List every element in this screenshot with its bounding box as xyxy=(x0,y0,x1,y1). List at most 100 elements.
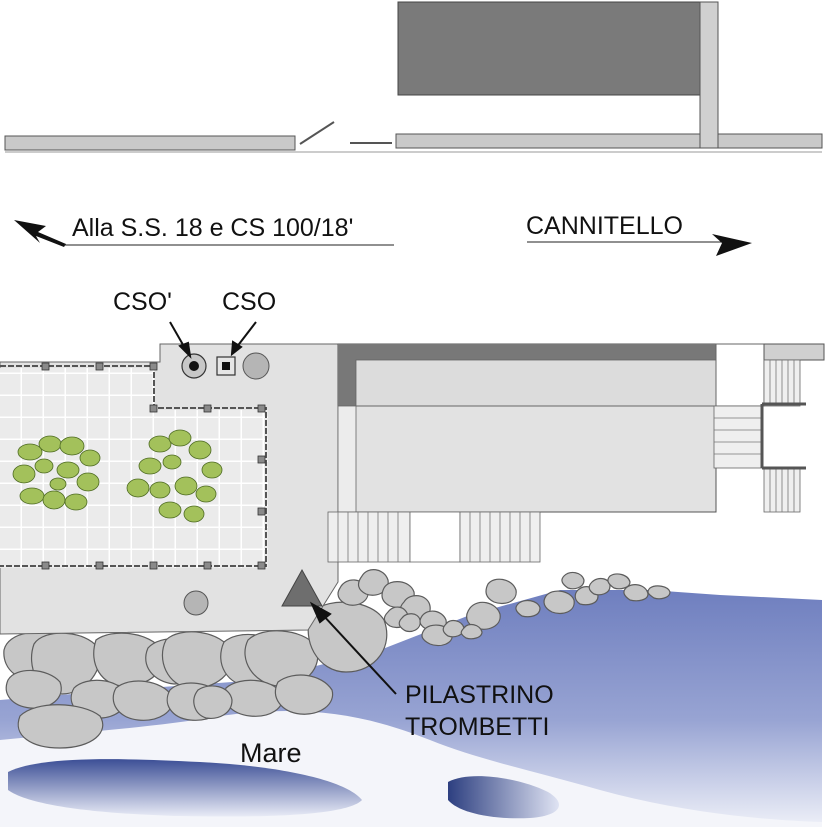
terrace xyxy=(0,343,339,635)
stair-landing xyxy=(715,343,765,407)
rock xyxy=(607,573,631,590)
rock xyxy=(357,569,389,596)
rock xyxy=(398,613,421,633)
rock xyxy=(515,599,541,618)
rock xyxy=(223,679,284,717)
manhole-lower xyxy=(183,590,209,616)
fence-post xyxy=(257,507,266,516)
direction-right-label: CANNITELLO xyxy=(526,212,683,240)
fence-post xyxy=(41,561,50,570)
fence-post xyxy=(95,362,104,371)
fence-post xyxy=(149,362,158,371)
shrub-leaf xyxy=(34,458,54,474)
sea-label: Mare xyxy=(240,738,302,768)
rock xyxy=(161,631,234,689)
stair-flight xyxy=(713,405,763,469)
sea-pool-left xyxy=(8,759,362,817)
manhole-right xyxy=(242,352,270,380)
shrub-leaf xyxy=(59,436,85,456)
rock xyxy=(485,578,517,605)
arrow-icon xyxy=(309,601,332,624)
fence-post xyxy=(41,362,50,371)
building-side-panel xyxy=(337,405,357,513)
fence-post xyxy=(257,404,266,413)
rock xyxy=(17,704,104,749)
building-dark-band-top xyxy=(338,344,716,360)
fence-post xyxy=(149,404,158,413)
shrub-leaf xyxy=(79,449,101,467)
building-dark-band-left xyxy=(338,344,356,406)
shrub-leaf xyxy=(168,429,192,447)
shrubs xyxy=(12,429,223,523)
cso-label: CSO xyxy=(222,288,277,316)
cso-center xyxy=(222,362,230,370)
cso-prime-label: CSO' xyxy=(113,288,172,316)
gate-leaf xyxy=(299,121,335,145)
rock xyxy=(543,590,575,615)
fence-post xyxy=(257,455,266,464)
road-top xyxy=(4,1,823,153)
stair-treads-bottom xyxy=(337,512,531,562)
shrub-leaf xyxy=(12,464,36,484)
shrub-leaf xyxy=(17,443,43,461)
triangle-icon xyxy=(281,568,323,607)
rock xyxy=(623,584,649,602)
rock xyxy=(244,630,319,687)
fence-post xyxy=(149,561,158,570)
stair-flight xyxy=(327,511,411,563)
pilastrino-label-line1: PILASTRINO xyxy=(405,681,554,709)
direction-left-label: Alla S.S. 18 e CS 100/18' xyxy=(72,214,354,242)
rock xyxy=(561,571,585,590)
building-dark xyxy=(397,1,701,96)
shrub-leaf xyxy=(201,461,223,479)
fence-posts xyxy=(41,362,266,570)
stair-gap xyxy=(409,511,461,563)
arrow-icon xyxy=(178,341,192,359)
stairs-bottom xyxy=(327,511,541,563)
sea-pool-right xyxy=(448,776,560,819)
arrow-icon xyxy=(230,340,243,357)
right-slab xyxy=(763,343,825,361)
shrub-leaf xyxy=(195,485,217,503)
rock xyxy=(460,623,483,640)
rock xyxy=(193,685,233,719)
cso-prime-center xyxy=(189,361,199,371)
rock xyxy=(647,585,671,600)
rock xyxy=(442,619,465,638)
stair-treads xyxy=(714,360,795,512)
arrow-right-icon xyxy=(712,234,752,256)
shrub-leaf xyxy=(183,505,205,523)
shrub-leaf xyxy=(64,493,88,511)
cso-leader xyxy=(235,321,257,349)
shrub-leaf xyxy=(148,435,172,453)
curb-right xyxy=(395,133,823,149)
shrub-leaf xyxy=(38,435,62,453)
rock xyxy=(274,674,334,715)
shrub-leaf xyxy=(158,501,182,519)
direction-right xyxy=(527,234,752,256)
direction-left xyxy=(14,220,394,247)
arrow-up-left-icon xyxy=(14,220,66,247)
shrub-leaf xyxy=(19,487,45,505)
building-block xyxy=(327,343,825,563)
rock xyxy=(466,601,501,630)
shoreline-rocks xyxy=(3,569,671,749)
shrub-leaf xyxy=(49,477,67,491)
fence-post xyxy=(95,561,104,570)
rock xyxy=(588,577,611,596)
shrub-leaf xyxy=(188,440,212,460)
building-inner xyxy=(355,359,717,407)
building-wall xyxy=(699,1,719,149)
shrub-right xyxy=(126,429,223,523)
fence-post xyxy=(257,561,266,570)
shrub-left xyxy=(12,435,101,511)
pilastrino-label-line2: TROMBETTI xyxy=(405,713,550,741)
fence-post xyxy=(203,561,212,570)
shrub-leaf xyxy=(149,481,171,499)
pilastrino-leader xyxy=(321,613,397,695)
shrub-leaf xyxy=(126,478,150,498)
rock xyxy=(112,680,174,721)
shrub-leaf xyxy=(174,476,198,496)
shrub-leaf xyxy=(138,457,162,475)
